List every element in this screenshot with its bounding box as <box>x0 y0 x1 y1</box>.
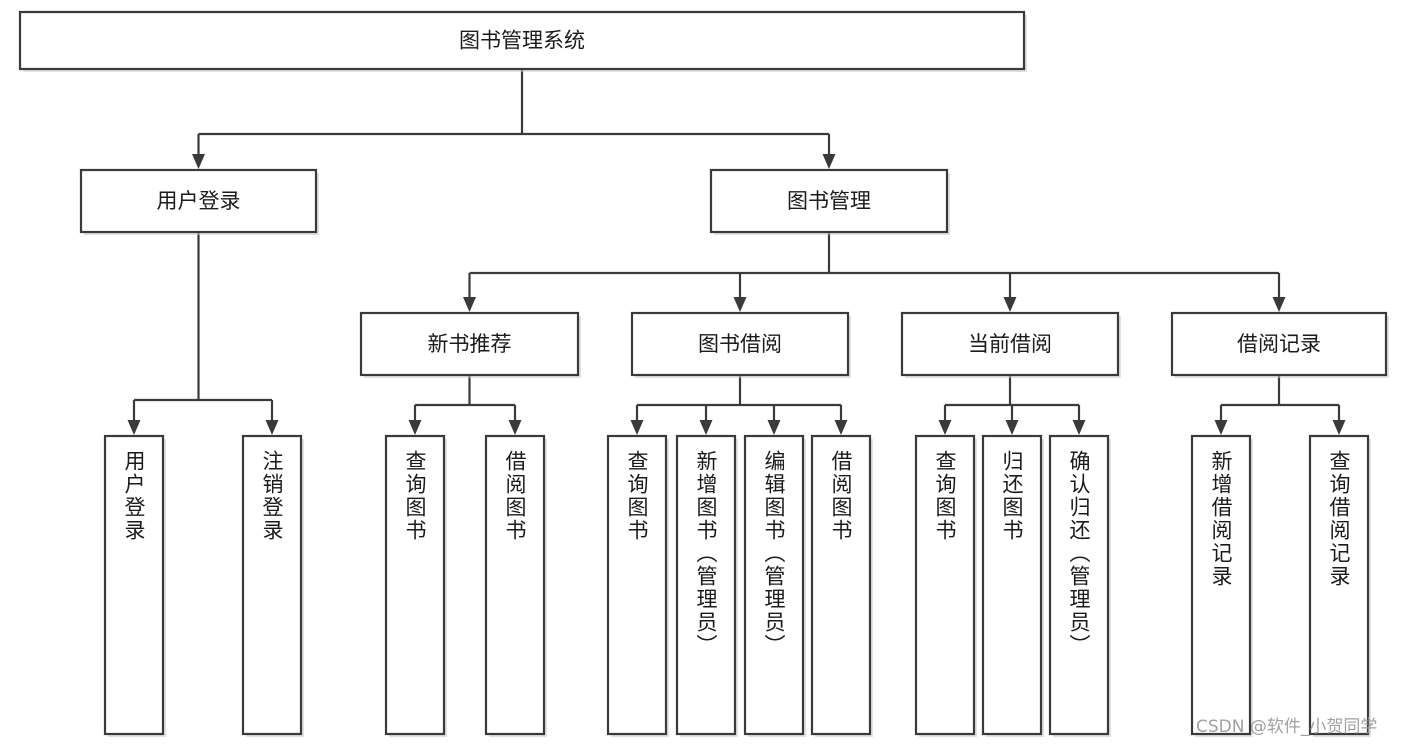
connector-group-current-borrow <box>938 375 1086 435</box>
arrow-head-icon <box>127 420 141 435</box>
node-leaf-return-book[interactable]: 归还图书 <box>981 434 1044 737</box>
node-rect[interactable] <box>675 434 737 736</box>
node-rect[interactable] <box>810 434 872 736</box>
nodes-layer: 图书管理系统用户登录图书管理新书推荐图书借阅当前借阅借阅记录用户登录注销登录查询… <box>18 10 1389 737</box>
arrow-head-icon <box>1072 420 1086 435</box>
arrow-head-icon <box>630 420 644 435</box>
arrow-head-icon <box>508 420 522 435</box>
node-rect[interactable] <box>630 311 850 377</box>
arrow-head-icon <box>463 297 476 312</box>
node-label: 编辑图书（管理员） <box>762 450 786 657</box>
node-leaf-edit-book[interactable]: 编辑图书（管理员） <box>743 434 806 737</box>
node-leaf-query-book-b[interactable]: 查询图书 <box>606 434 669 737</box>
node-rect[interactable] <box>241 434 303 736</box>
node-label: 图书管理 <box>787 189 871 213</box>
node-rect[interactable] <box>1048 434 1110 736</box>
node-rect[interactable] <box>359 311 580 377</box>
node-label: 新增图书（管理员） <box>694 450 718 657</box>
arrow-head-icon <box>834 420 848 435</box>
arrow-head-icon <box>408 420 422 435</box>
node-label: 借阅图书 <box>829 450 853 542</box>
node-borrow-record[interactable]: 借阅记录 <box>1170 311 1389 378</box>
node-user-login[interactable]: 用户登录 <box>79 168 319 235</box>
node-leaf-confirm-return[interactable]: 确认归还（管理员） <box>1048 434 1111 737</box>
node-label: 查询图书 <box>933 450 957 542</box>
arrow-head-icon <box>733 297 747 312</box>
node-rect[interactable] <box>743 434 805 736</box>
connector-group-book-borrow <box>630 375 848 435</box>
node-book-borrow[interactable]: 图书借阅 <box>630 311 851 378</box>
node-rect[interactable] <box>1308 434 1370 736</box>
connector-group-borrow-record <box>1214 375 1346 435</box>
node-label: 查询借阅记录 <box>1327 450 1351 588</box>
node-leaf-logout[interactable]: 注销登录 <box>241 434 304 737</box>
node-label: 借阅图书 <box>503 450 527 542</box>
node-rect[interactable] <box>981 434 1043 736</box>
node-new-book-rec[interactable]: 新书推荐 <box>359 311 581 378</box>
connector-group-new-book-rec <box>408 375 522 435</box>
node-rect[interactable] <box>606 434 668 736</box>
node-label: 归还图书 <box>1000 450 1024 542</box>
watermark-layer: CSDN @软件_小贺同学 <box>1196 717 1377 737</box>
arrow-head-icon <box>767 420 781 435</box>
node-leaf-user-login[interactable]: 用户登录 <box>103 434 166 737</box>
node-label: 用户登录 <box>157 189 241 213</box>
node-rect[interactable] <box>103 434 165 736</box>
node-rect[interactable] <box>914 434 976 736</box>
arrow-head-icon <box>699 420 713 435</box>
arrow-head-icon <box>1332 420 1346 435</box>
csdn-watermark: CSDN @软件_小贺同学 <box>1196 717 1377 737</box>
node-book-manage[interactable]: 图书管理 <box>709 168 950 235</box>
connector-group-root <box>192 69 836 169</box>
node-label: 查询图书 <box>625 450 649 542</box>
node-leaf-query-book-c[interactable]: 查询图书 <box>914 434 977 737</box>
arrow-head-icon <box>1003 297 1017 312</box>
arrow-head-icon <box>192 154 205 169</box>
node-label: 图书借阅 <box>698 332 782 356</box>
node-label: 借阅记录 <box>1237 332 1321 356</box>
connector-group-book-manage <box>463 232 1286 312</box>
node-label: 用户登录 <box>122 450 146 542</box>
node-rect[interactable] <box>79 168 318 234</box>
arrow-head-icon <box>1005 420 1019 435</box>
connectors-layer <box>127 69 1346 435</box>
node-label: 当前借阅 <box>968 332 1052 356</box>
arrow-head-icon <box>938 420 952 435</box>
connector-group-user-login <box>127 232 279 435</box>
node-label: 新增借阅记录 <box>1209 450 1233 588</box>
node-leaf-add-book[interactable]: 新增图书（管理员） <box>675 434 738 737</box>
node-rect[interactable] <box>900 311 1120 377</box>
node-leaf-query-book-rec[interactable]: 查询图书 <box>384 434 447 737</box>
node-label: 查询图书 <box>403 450 427 542</box>
node-current-borrow[interactable]: 当前借阅 <box>900 311 1121 378</box>
node-rect[interactable] <box>384 434 446 736</box>
node-label: 图书管理系统 <box>459 29 585 53</box>
arrow-head-icon <box>822 154 836 169</box>
arrow-head-icon <box>1214 420 1228 435</box>
node-leaf-query-record[interactable]: 查询借阅记录 <box>1308 434 1371 737</box>
node-leaf-borrow-book-rec[interactable]: 借阅图书 <box>484 434 547 737</box>
arrow-head-icon <box>265 420 279 435</box>
node-label: 新书推荐 <box>428 332 512 356</box>
node-label: 确认归还（管理员） <box>1067 450 1091 657</box>
node-rect[interactable] <box>709 168 949 234</box>
node-label: 注销登录 <box>260 450 284 542</box>
node-root[interactable]: 图书管理系统 <box>18 10 1027 72</box>
arrow-head-icon <box>1272 297 1286 312</box>
node-rect[interactable] <box>1190 434 1252 736</box>
node-rect[interactable] <box>18 10 1026 71</box>
node-rect[interactable] <box>1170 311 1388 377</box>
node-leaf-add-record[interactable]: 新增借阅记录 <box>1190 434 1253 737</box>
node-rect[interactable] <box>484 434 546 736</box>
node-leaf-borrow-book-b[interactable]: 借阅图书 <box>810 434 873 737</box>
